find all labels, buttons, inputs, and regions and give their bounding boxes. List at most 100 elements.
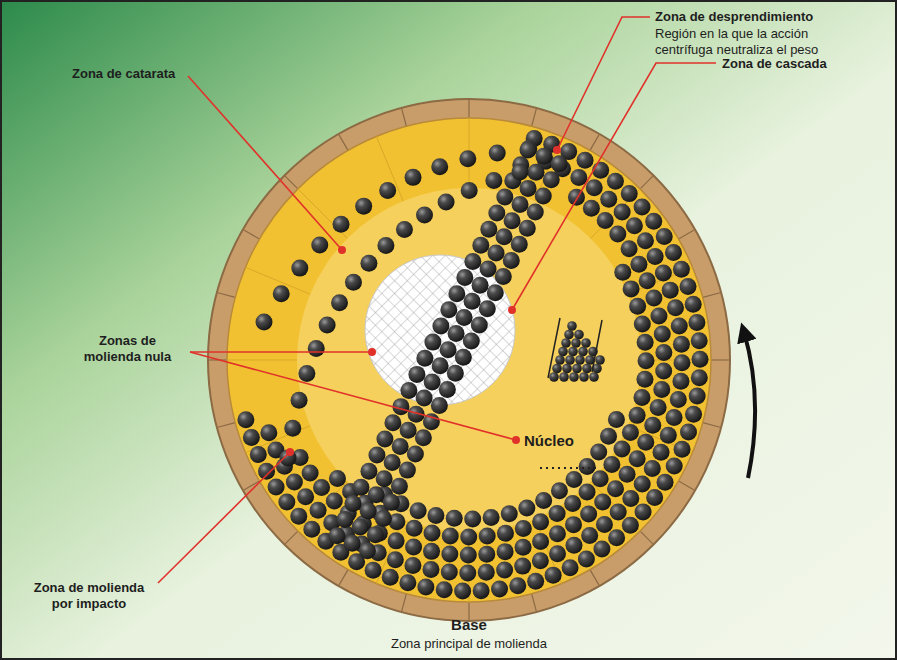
ball	[388, 532, 405, 549]
ball	[436, 581, 453, 598]
liner-line	[590, 570, 599, 586]
mill-interior	[227, 118, 711, 602]
ball	[592, 162, 609, 179]
ball	[344, 535, 361, 552]
liner-line	[679, 481, 695, 490]
ball	[549, 525, 566, 542]
ball	[583, 200, 600, 217]
ball	[497, 525, 514, 542]
liner-line	[532, 594, 537, 611]
ball	[384, 414, 401, 431]
liner-line	[679, 230, 695, 239]
zone-label: Núcleo	[524, 432, 604, 450]
ball	[291, 260, 308, 277]
rotation-arrow	[744, 332, 755, 478]
ball	[688, 314, 705, 331]
ball	[566, 471, 583, 488]
ball	[410, 502, 427, 519]
ball	[464, 293, 481, 310]
ball	[478, 564, 495, 581]
ball	[424, 334, 441, 351]
ball	[635, 503, 652, 520]
ball	[603, 456, 620, 473]
ball	[629, 450, 646, 467]
ball	[260, 424, 277, 441]
ball	[680, 278, 697, 295]
ball	[407, 445, 424, 462]
ball	[650, 307, 667, 324]
ball	[600, 428, 617, 445]
ball	[674, 441, 691, 458]
ball	[571, 338, 581, 348]
ball	[581, 338, 591, 348]
ball	[666, 458, 683, 475]
ball	[440, 301, 457, 318]
ball	[592, 470, 609, 487]
zone-label: Base	[319, 616, 619, 634]
ball	[391, 478, 408, 495]
ball	[464, 510, 481, 527]
ball	[496, 188, 513, 205]
zone-label: Zonas de molienda nula	[70, 333, 185, 364]
zone-label: Región en la que la acción centrífuga ne…	[655, 26, 855, 57]
ball	[691, 369, 708, 386]
ball	[619, 466, 636, 483]
ball	[427, 507, 444, 524]
ball	[448, 285, 465, 302]
ball	[569, 372, 579, 382]
liner-line	[640, 176, 653, 189]
ball	[446, 510, 463, 527]
ball	[405, 169, 422, 186]
ball	[562, 364, 572, 374]
ball	[610, 504, 627, 521]
ball	[456, 269, 473, 286]
ball	[589, 372, 599, 382]
ball	[489, 145, 506, 162]
ball	[570, 169, 587, 186]
radial-line	[376, 136, 403, 201]
ball	[456, 309, 473, 326]
leader-lines	[158, 17, 716, 583]
ball	[463, 333, 480, 350]
ball	[368, 447, 385, 464]
ball	[431, 158, 448, 175]
ball	[473, 582, 490, 599]
ball	[406, 520, 423, 537]
ball	[400, 382, 417, 399]
ball	[647, 248, 664, 265]
ball	[655, 363, 672, 380]
ball	[673, 261, 690, 278]
ball	[404, 557, 421, 574]
liner-line	[590, 135, 599, 151]
ball	[503, 252, 520, 269]
ball	[256, 314, 273, 331]
ball	[460, 546, 477, 563]
ball	[297, 488, 314, 505]
ball	[485, 172, 502, 189]
ball	[559, 372, 569, 382]
ball	[520, 142, 537, 159]
ball	[656, 228, 673, 245]
ball	[575, 355, 585, 365]
ball	[565, 537, 582, 554]
radial-line	[227, 360, 297, 361]
ball	[399, 462, 416, 479]
ball	[331, 294, 348, 311]
ball	[345, 274, 362, 291]
ball	[673, 354, 690, 371]
ball	[653, 381, 670, 398]
ball	[564, 495, 581, 512]
liner-line	[285, 531, 298, 544]
ball	[623, 280, 640, 297]
ball	[328, 527, 345, 544]
ball	[644, 460, 661, 477]
ball	[689, 388, 706, 405]
ball	[520, 180, 537, 197]
ball	[645, 213, 662, 230]
ball	[464, 253, 481, 270]
ball	[423, 525, 440, 542]
ball	[515, 539, 532, 556]
ball	[368, 486, 385, 503]
ball	[284, 420, 301, 437]
